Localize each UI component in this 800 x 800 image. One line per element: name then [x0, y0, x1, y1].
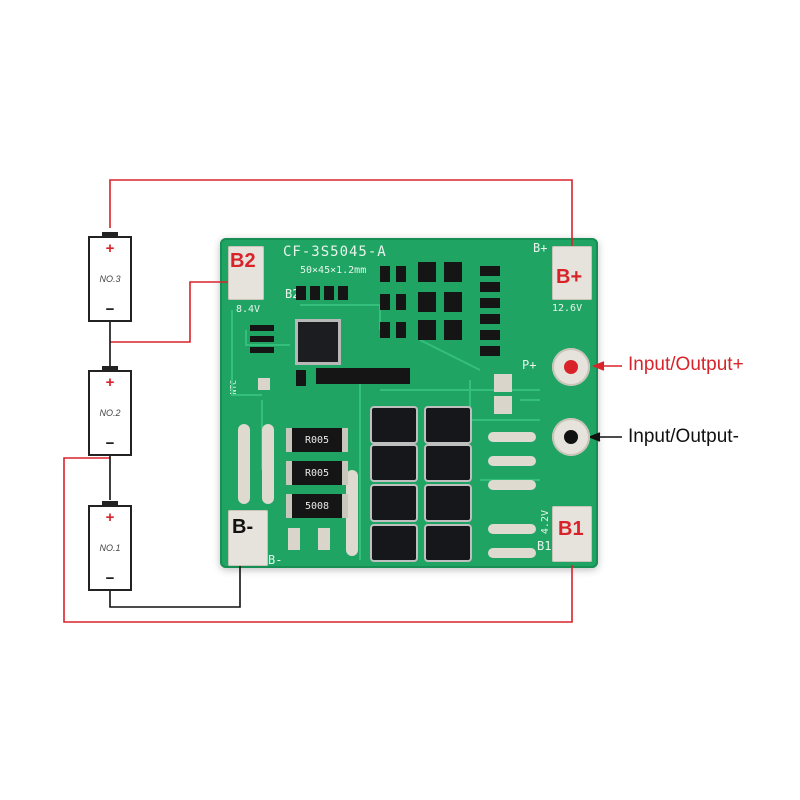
mosfet [372, 526, 416, 560]
shunt-resistor: 5008 [286, 494, 348, 518]
pad-pminus [552, 418, 590, 456]
pad-bminus [228, 510, 268, 566]
battery-plus-sign: + [105, 374, 115, 391]
silk-b1-label: B1 [537, 539, 552, 553]
battery-no2: + NO.2 − [88, 366, 132, 456]
mosfet [426, 486, 470, 520]
battery-no3: + NO.3 − [88, 232, 132, 322]
wire-b1-to-no2-no1 [63, 457, 573, 623]
mosfet [426, 526, 470, 560]
battery-name: NO.1 [99, 543, 121, 553]
smd-components [250, 262, 512, 550]
pad-b2-label: B2 [230, 250, 256, 272]
battery-plus-sign: + [105, 240, 115, 257]
shunt-resistor: R005 [286, 428, 348, 452]
mosfet [426, 408, 470, 442]
red-wires [63, 179, 622, 623]
mosfet [372, 486, 416, 520]
board-size-label: 50×45×1.2mm [300, 265, 367, 276]
pad-pplus-hole [564, 360, 578, 374]
black-wires [109, 320, 622, 608]
silk-b2-voltage: 8.4V [236, 304, 261, 315]
silk-bplus-voltage: 12.6V [552, 303, 583, 314]
mosfet [372, 408, 416, 442]
pad-b2 [228, 246, 264, 300]
silk-bminus-label: B- [268, 553, 283, 567]
silk-bplus-label: B+ [533, 241, 548, 255]
battery-terminal [102, 366, 118, 370]
shunt-resistor: R005 [286, 461, 348, 485]
pad-bplus [552, 246, 592, 300]
thermal-strips [238, 424, 536, 558]
wire-bplus-to-no3 [109, 179, 573, 260]
pad-b1-label: B1 [558, 518, 584, 540]
battery-terminal [102, 501, 118, 505]
pad-b1 [552, 506, 592, 562]
mosfet [426, 446, 470, 480]
wire-b2-to-no3-no2 [110, 281, 236, 343]
silk-pplus-label: P+ [522, 358, 537, 372]
board-model-label: CF-3S5045-A [283, 244, 387, 260]
pad-bplus-label: B+ [556, 266, 583, 288]
protection-ic [298, 322, 338, 362]
battery-minus-sign: − [105, 435, 115, 452]
battery-plus-sign: + [105, 509, 115, 526]
wire-bminus-to-no1 [109, 562, 241, 608]
mosfet [372, 446, 416, 480]
battery-name: NO.2 [99, 408, 121, 418]
silk-b2-label: B2 [285, 287, 300, 301]
battery-name: NO.3 [99, 274, 121, 284]
io-minus-label: Input/Output- [628, 426, 739, 447]
pad-pplus [552, 348, 590, 386]
battery-minus-sign: − [105, 301, 115, 318]
arrow-io-minus [587, 432, 601, 442]
pad-bminus-label: B- [232, 516, 254, 538]
io-plus-label: Input/Output+ [628, 354, 744, 375]
pad-pminus-hole [564, 430, 578, 444]
battery-no1: + NO.1 − [88, 501, 132, 591]
arrow-io-plus [591, 361, 605, 371]
battery-terminal [102, 232, 118, 236]
battery-minus-sign: − [105, 570, 115, 587]
